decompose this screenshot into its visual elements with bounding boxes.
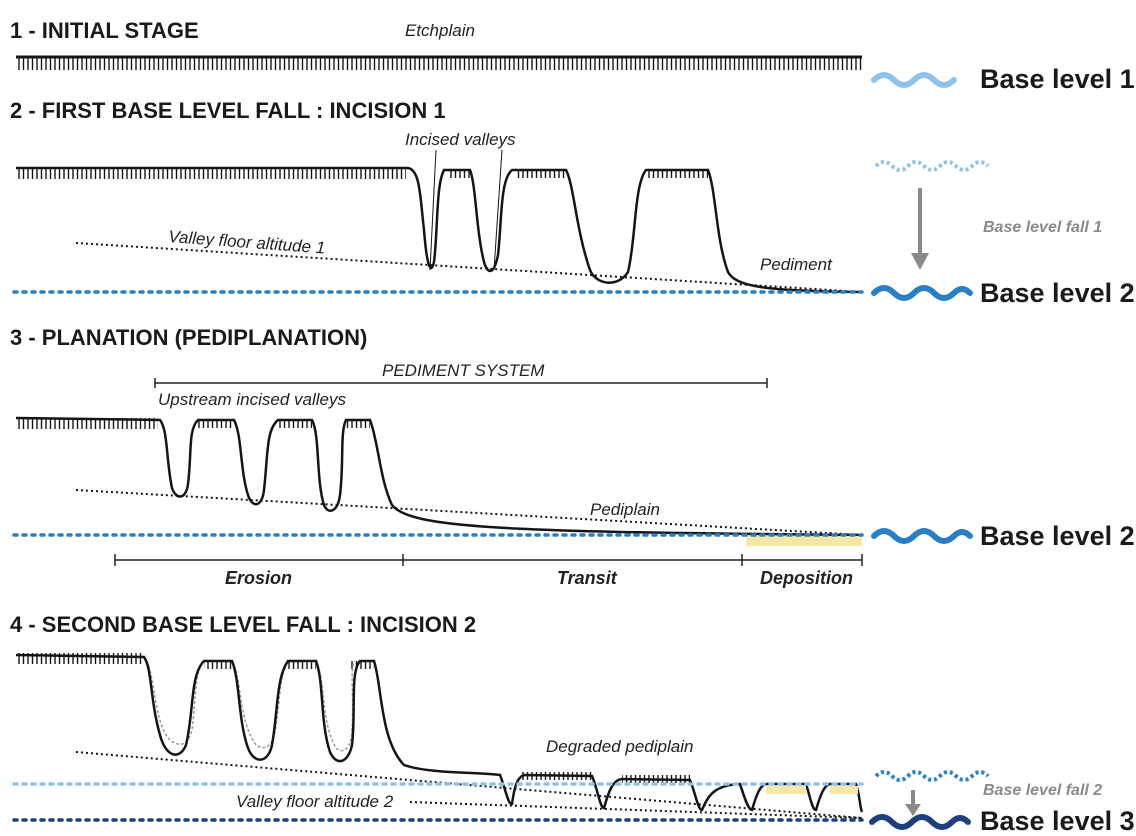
base-level-fall-1-label: Base level fall 1 bbox=[983, 219, 1102, 236]
panel-1-heading: 1 - INITIAL STAGE bbox=[10, 18, 199, 43]
base-level-fall-1-arrowhead-icon bbox=[911, 253, 929, 270]
interfluve-hatching bbox=[516, 170, 566, 178]
interfluve-hatching bbox=[204, 661, 232, 669]
pediment-label: Pediment bbox=[760, 255, 833, 274]
panel-4-heading: 4 - SECOND BASE LEVEL FALL : INCISION 2 bbox=[10, 612, 476, 637]
pediplain-label: Pediplain bbox=[590, 500, 660, 519]
deposition-remnant bbox=[766, 786, 806, 794]
base-level-1-wave-icon bbox=[871, 72, 957, 88]
incised-valleys-label: Incised valleys bbox=[405, 130, 516, 149]
degraded-pediplain-label: Degraded pediplain bbox=[546, 737, 693, 756]
pediplain-profile bbox=[15, 416, 863, 537]
valley-pointer-line bbox=[493, 149, 503, 271]
valley-floor-altitude-2-label: Valley floor altitude 2 bbox=[236, 792, 394, 811]
deposition-remnant bbox=[830, 786, 858, 794]
valley-floor-line-1 bbox=[75, 242, 863, 293]
base-level-2-label: Base level 2 bbox=[980, 278, 1135, 308]
etchplain-hatching bbox=[16, 58, 862, 70]
base-level-fall-2-label: Base level fall 2 bbox=[983, 782, 1102, 799]
interfluve-hatching bbox=[350, 661, 374, 669]
panel-second-base-level-fall: 4 - SECOND BASE LEVEL FALL : INCISION 2 … bbox=[10, 612, 1135, 836]
interfluve-hatching bbox=[198, 420, 234, 428]
panel-3-heading: 3 - PLANATION (PEDIPLANATION) bbox=[10, 325, 367, 350]
former-base-level-wave-icon bbox=[874, 160, 990, 172]
etchplain-label: Etchplain bbox=[405, 21, 475, 40]
valley-floor-line-2 bbox=[409, 801, 863, 819]
reincised-profile bbox=[15, 653, 864, 813]
panel-initial-stage: 1 - INITIAL STAGE Etchplain Base level 1 bbox=[10, 18, 1135, 94]
zone-transit-label: Transit bbox=[557, 568, 618, 588]
valley-floor-line bbox=[75, 751, 863, 819]
incised-profile-1 bbox=[16, 166, 863, 294]
base-level-3-label: Base level 3 bbox=[980, 806, 1135, 836]
base-level-fall-2-arrowhead-icon bbox=[905, 804, 921, 816]
deposition-sediment bbox=[746, 536, 862, 546]
former-valley-outline bbox=[143, 656, 355, 752]
interfluve-hatching bbox=[278, 420, 312, 428]
former-base-level-wave-icon bbox=[874, 770, 990, 782]
base-level-3-wave-icon bbox=[869, 814, 971, 830]
interfluve-hatching bbox=[448, 170, 470, 178]
plateau-hatching bbox=[16, 168, 406, 179]
plateau-hatching bbox=[16, 418, 158, 429]
base-level-2-wave-icon bbox=[871, 285, 973, 301]
panel-2-heading: 2 - FIRST BASE LEVEL FALL : INCISION 1 bbox=[10, 98, 446, 123]
pediment-system-label: PEDIMENT SYSTEM bbox=[382, 361, 545, 380]
panel-first-base-level-fall: 2 - FIRST BASE LEVEL FALL : INCISION 1 I… bbox=[10, 98, 1135, 308]
valley-floor-line bbox=[75, 489, 863, 536]
interfluve-hatching bbox=[288, 661, 316, 669]
plateau-hatching bbox=[16, 653, 144, 664]
base-level-1-label: Base level 1 bbox=[980, 64, 1135, 94]
interfluve-hatching bbox=[646, 170, 708, 178]
interfluve-hatching bbox=[346, 420, 370, 428]
base-level-2-wave-icon bbox=[871, 528, 973, 544]
upstream-incised-valleys-label: Upstream incised valleys bbox=[158, 390, 347, 409]
panel-planation: 3 - PLANATION (PEDIPLANATION) PEDIMENT S… bbox=[10, 325, 1135, 588]
zone-erosion-label: Erosion bbox=[225, 568, 292, 588]
valley-pointer-line bbox=[429, 149, 437, 271]
zone-deposition-label: Deposition bbox=[760, 568, 853, 588]
base-level-2-label: Base level 2 bbox=[980, 521, 1135, 551]
